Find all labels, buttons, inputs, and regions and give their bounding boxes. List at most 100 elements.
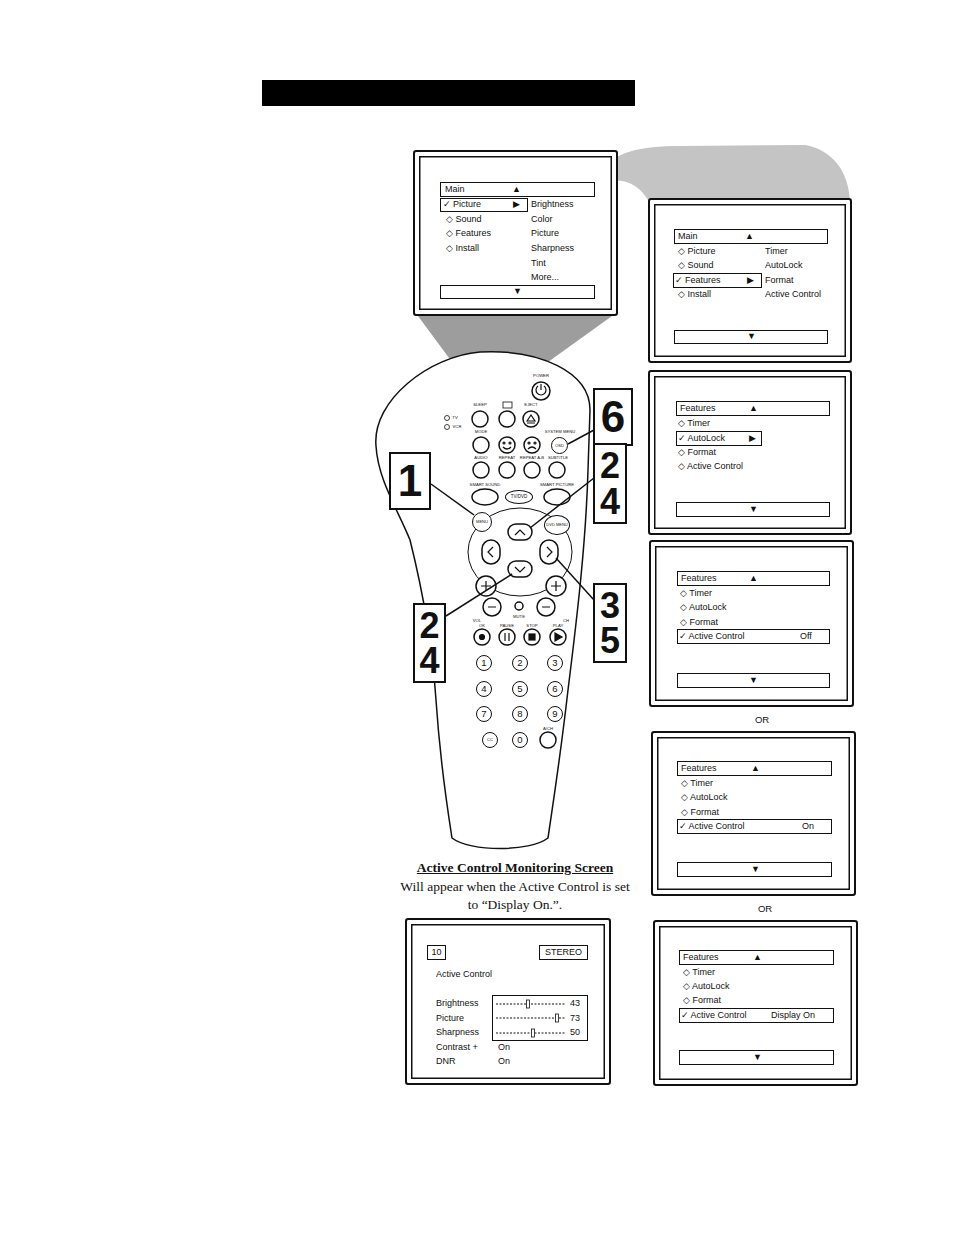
menu-text: ◇ Format	[681, 807, 719, 818]
menu-text: ◇ Sound	[678, 260, 713, 271]
menu-text: AutoLock	[765, 260, 803, 271]
menu-text: ▶	[749, 433, 756, 444]
digit-button: 3	[547, 655, 563, 671]
selected-item: ✓ Active ControlDisplay On	[679, 1008, 834, 1023]
menu-text: More...	[531, 272, 559, 283]
selected-item: ✓ Active Control On	[677, 819, 832, 834]
menu-header: Main▲	[674, 229, 828, 244]
button-label: OK	[479, 624, 485, 628]
menu-text: 4	[481, 684, 486, 694]
menu-text: Features	[683, 952, 719, 963]
note-text: Will appear when the Active Control is s…	[397, 878, 633, 914]
menu-text: 6	[552, 684, 557, 694]
remote-button: MENU	[472, 512, 492, 532]
menu-text: On	[498, 1042, 510, 1053]
menu-header: Features ▲	[676, 401, 830, 416]
callout-text: 1	[398, 459, 422, 502]
digit-button: 8	[512, 706, 528, 722]
menu-text: Picture	[436, 1013, 464, 1024]
menu-text: On	[802, 821, 814, 832]
slider-track	[496, 1004, 565, 1005]
slider-track	[496, 1033, 565, 1034]
note-text: Active Control Monitoring Screen	[417, 860, 613, 876]
menu-text: ▲	[749, 573, 758, 584]
menu-screen: Features▲✓ Active ControlDisplay On▼◇ Ti…	[653, 920, 858, 1086]
button-label: A/CH	[543, 727, 553, 731]
menu-text: Display On	[771, 1010, 815, 1021]
digit-button: 5	[512, 681, 528, 697]
digit-button: 1	[476, 655, 492, 671]
menu-text: MENU	[476, 520, 488, 524]
button-label: SUBTITLE	[548, 456, 568, 460]
menu-text: ◇ Features	[446, 228, 491, 239]
menu-text: Brightness	[531, 199, 574, 210]
button-label: PLAY	[553, 624, 563, 628]
callout-number: 1	[389, 452, 431, 510]
button-label: VOL	[473, 619, 481, 623]
menu-text: ▲	[749, 403, 758, 414]
menu-text: Features	[680, 403, 716, 414]
menu-text: ✓ Active Control	[679, 821, 745, 832]
remote-control	[376, 352, 590, 849]
menu-text: 43	[570, 998, 580, 1009]
zoom-balloon	[600, 145, 850, 200]
selected-item: ✓ Picture▶	[440, 198, 528, 212]
menu-header: Features▲	[677, 761, 832, 776]
menu-text: 7	[481, 709, 486, 719]
menu-text: ▲	[512, 184, 521, 195]
callout-text: 3 5	[600, 588, 620, 659]
callout-number: 3 5	[593, 583, 627, 664]
button-label: TV	[452, 416, 457, 420]
menu-text: ◇ AutoLock	[681, 792, 727, 803]
button-label: SLEEP	[473, 403, 487, 407]
menu-text: Features	[681, 763, 717, 774]
menu-text: ◇ Install	[446, 243, 479, 254]
callout-text: 6	[601, 395, 625, 438]
menu-text: ▲	[745, 231, 754, 242]
menu-text: Sharpness	[436, 1027, 479, 1038]
menu-text: Picture	[531, 228, 559, 239]
menu-text: ✓ AutoLock	[678, 433, 725, 444]
menu-footer: ▼	[677, 862, 832, 877]
slider-box: 43 73 50	[492, 995, 588, 1041]
menu-text: 5	[517, 684, 522, 694]
menu-header: Main▲	[440, 182, 595, 197]
remote-button: OSD	[551, 437, 568, 454]
callout-text: 2 4	[419, 608, 439, 679]
button-label: SMART PICTURE	[540, 483, 574, 487]
menu-text: ◇ Active Control	[678, 461, 743, 472]
or-label: OR	[755, 714, 769, 725]
menu-text: ◇ Timer	[681, 778, 713, 789]
button-label: MUTE	[513, 615, 525, 619]
digit-button: 4	[476, 681, 492, 697]
menu-screen: Features▲ ✓ Active Control On ▼ ◇ Timer ◇ Aut…	[651, 731, 856, 896]
menu-text: ◇ Sound	[446, 214, 481, 225]
menu-text: Sharpness	[531, 243, 574, 254]
digit-button: 6	[547, 681, 563, 697]
button-label: VCR	[453, 425, 462, 429]
menu-text: ◇ Timer	[683, 967, 715, 978]
button-label: SYSTEM MENU	[545, 430, 576, 434]
menu-text: ✓ Features	[675, 275, 721, 286]
menu-text: ◇ AutoLock	[683, 981, 729, 992]
menu-text: DVD MENU	[546, 523, 567, 527]
menu-text: 73	[570, 1013, 580, 1024]
menu-text: 9	[552, 709, 557, 719]
digit-button: 9	[547, 706, 563, 722]
button-label: REPEAT	[499, 456, 515, 460]
slider-thumb	[556, 1014, 559, 1022]
button-label: MODE	[475, 430, 488, 434]
menu-text: TV/DVD	[511, 495, 528, 500]
button-label: REPEAT A-B	[520, 456, 544, 460]
menu-text: 0	[517, 735, 522, 745]
button-label: PAUSE	[500, 624, 514, 628]
menu-text: ▼	[753, 1052, 762, 1063]
button-label: STOP	[526, 624, 537, 628]
callout-number: 2 4	[593, 443, 627, 524]
menu-text: 50	[570, 1027, 580, 1038]
selected-item: ✓ Features▶	[673, 273, 762, 288]
callout-number: 2 4	[413, 603, 446, 684]
slider-track	[496, 1018, 565, 1019]
menu-text: 3	[552, 658, 557, 668]
menu-text: On	[498, 1056, 510, 1067]
